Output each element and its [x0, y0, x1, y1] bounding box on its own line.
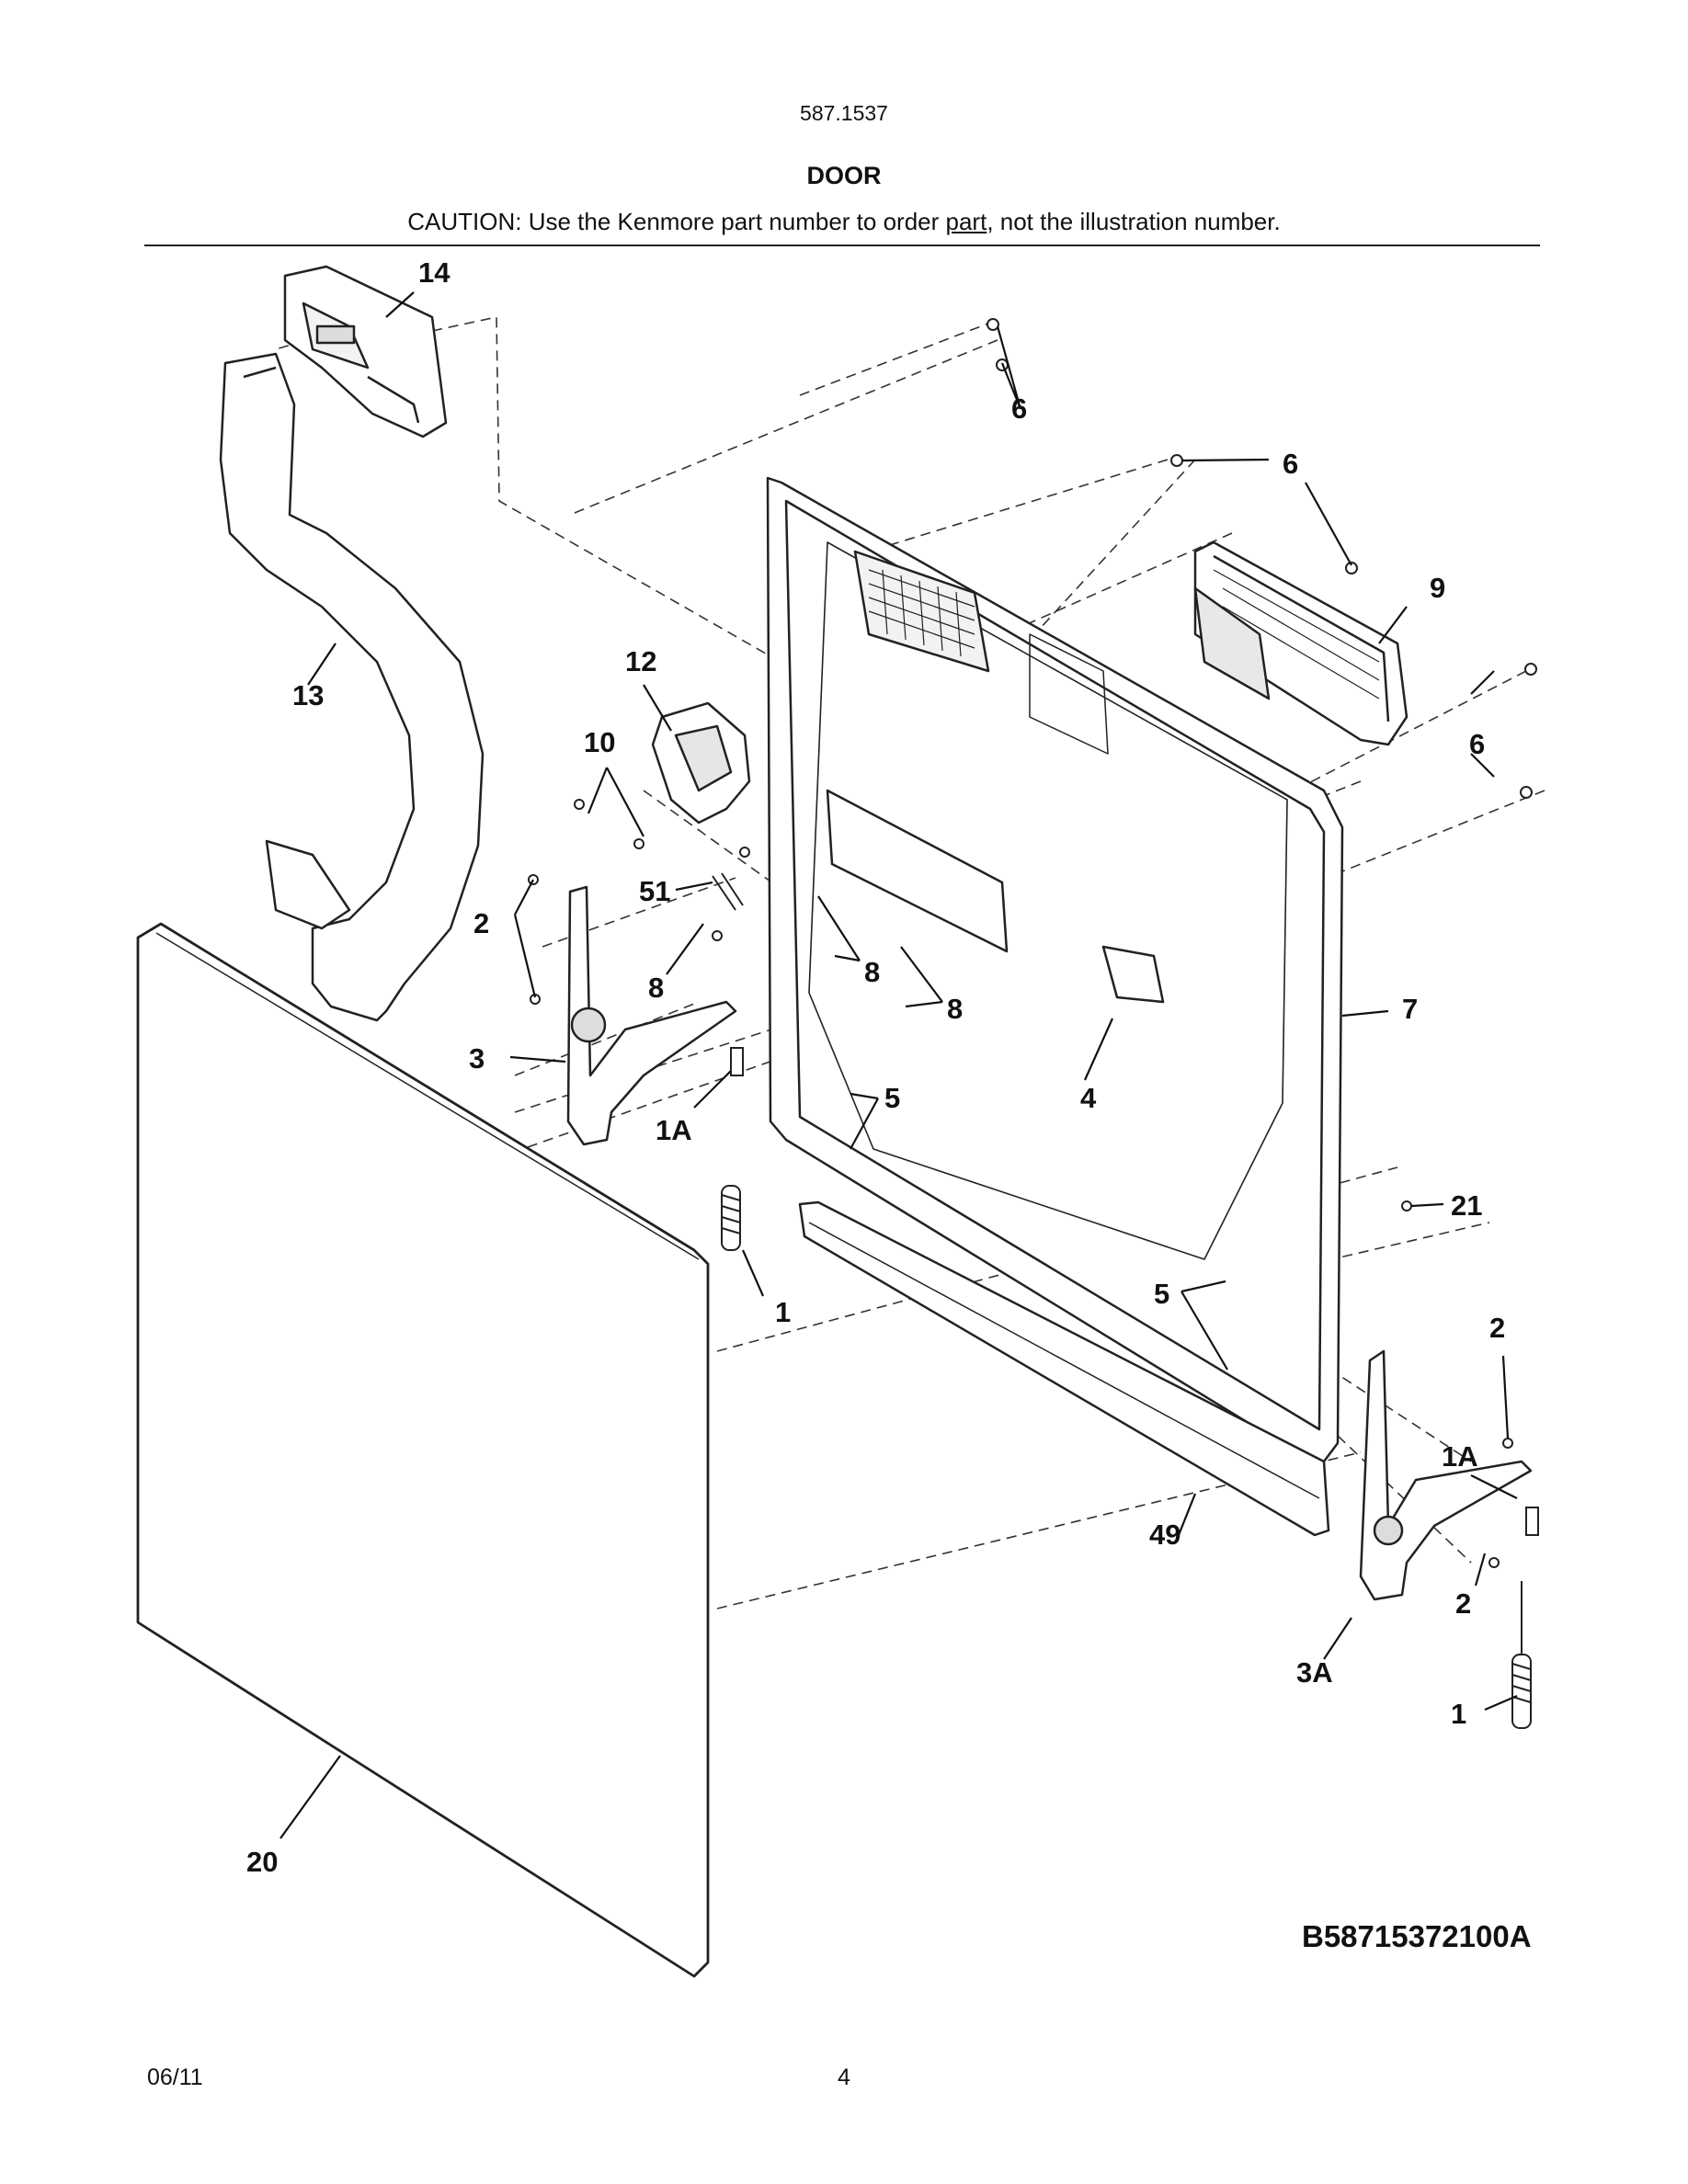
- callout-2-left: 2: [473, 907, 489, 939]
- callout-21: 21: [1451, 1189, 1482, 1222]
- callout-1A-right: 1A: [1442, 1440, 1478, 1473]
- callout-4: 4: [1080, 1082, 1097, 1114]
- header-rule: [144, 245, 1540, 246]
- part-7-inner-door-panel: [766, 476, 1344, 1463]
- callout-8-a: 8: [648, 972, 664, 1004]
- section-title: DOOR: [806, 162, 882, 189]
- callout-2-right-top: 2: [1489, 1312, 1505, 1344]
- page-number: 4: [838, 2065, 850, 2090]
- part-1-spring-left: [721, 1185, 741, 1251]
- caution-suffix: , not the illustration number.: [987, 208, 1281, 235]
- callout-8-b: 8: [864, 956, 880, 988]
- part-1-spring-right: [1511, 1581, 1532, 1729]
- part-12-door-latch: [651, 701, 751, 825]
- callout-5-upper: 5: [884, 1082, 900, 1114]
- part-13-vent-duct: [219, 352, 485, 1022]
- part-20-outer-door-panel: [136, 922, 710, 1978]
- callout-2-right-bottom: 2: [1455, 1587, 1471, 1620]
- callout-49: 49: [1149, 1519, 1180, 1551]
- callout-5-lower: 5: [1154, 1278, 1169, 1310]
- callout-12: 12: [625, 645, 656, 677]
- caution-part-link[interactable]: part: [945, 208, 987, 235]
- callout-14: 14: [418, 256, 451, 289]
- callout-10: 10: [584, 726, 615, 758]
- callout-7: 7: [1402, 993, 1418, 1025]
- callout-labels: 14 13 12 10 51 2 8 8 8 3 1A 5 4 1 6 6 6 …: [246, 256, 1505, 1878]
- part-3-hinge-left: [566, 885, 737, 1146]
- callout-13: 13: [292, 679, 324, 711]
- part-14-vent-bracket: [283, 265, 448, 438]
- callout-6-right: 6: [1469, 728, 1485, 760]
- part-1A-bracket-left: [730, 1047, 744, 1076]
- callout-3: 3: [469, 1042, 485, 1075]
- part-51-clip: [712, 872, 744, 911]
- callout-1-left: 1: [775, 1296, 791, 1328]
- caution-prefix: CAUTION: Use the Kenmore part number to …: [407, 208, 946, 235]
- model-number: 587.1537: [800, 101, 888, 125]
- callout-1A-left: 1A: [656, 1114, 692, 1146]
- part-3A-hinge-right: [1359, 1349, 1533, 1601]
- callout-1-right: 1: [1451, 1698, 1466, 1730]
- callout-6-mid: 6: [1283, 448, 1298, 480]
- part-9-control-module: [1193, 540, 1409, 746]
- callout-9: 9: [1430, 572, 1445, 604]
- callout-20: 20: [246, 1846, 278, 1878]
- drawing-id: B58715372100A: [1302, 1919, 1532, 1953]
- leader-lines: [279, 291, 1518, 1839]
- callout-3A: 3A: [1296, 1656, 1333, 1689]
- callout-51: 51: [639, 875, 670, 907]
- revision-date: 06/11: [147, 2065, 203, 2090]
- caution-text: CAUTION: Use the Kenmore part number to …: [0, 208, 1688, 236]
- part-49-vent-strip: [798, 1200, 1330, 1537]
- part-1A-bracket-right: [1525, 1507, 1539, 1536]
- callout-6-top: 6: [1011, 392, 1027, 425]
- callout-8-c: 8: [947, 993, 963, 1025]
